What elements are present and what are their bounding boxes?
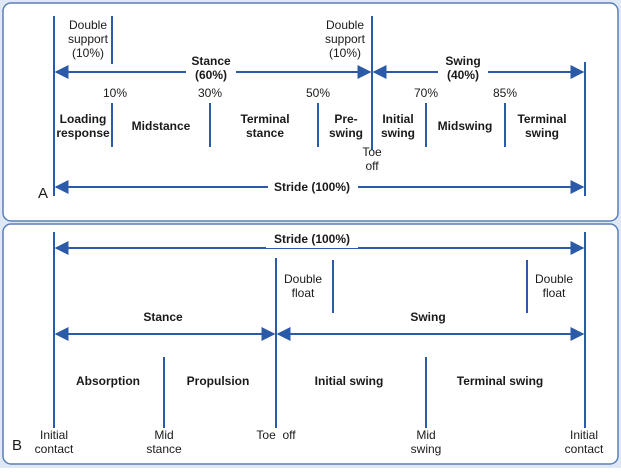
terminal-swing-a-l1: Terminal (517, 112, 566, 126)
initial-swing-b-label: Initial swing (315, 374, 384, 388)
initial-contact-right-l2: contact (565, 442, 604, 456)
swing-label-b: Swing (410, 310, 445, 324)
panel-a-label: A (38, 185, 48, 202)
terminal-stance-l1: Terminal (240, 112, 289, 126)
mid-swing-l1: Mid (416, 428, 435, 442)
double-float-right-l1: Double (535, 272, 573, 286)
toe-off-a-l1: Toe (362, 145, 382, 159)
initial-swing-a-l1: Initial (382, 112, 413, 126)
double-support-right-l2: support (325, 32, 366, 46)
absorption-label: Absorption (76, 374, 140, 388)
mid-stance-l2: stance (146, 442, 182, 456)
mid-swing-l2: swing (411, 442, 442, 456)
pct-30: 30% (198, 86, 222, 100)
stride-label-bg-b (266, 232, 358, 248)
stride-label-bg-a (268, 179, 358, 195)
swing-label-a: Swing (445, 54, 480, 68)
terminal-swing-a-l2: swing (525, 126, 559, 140)
pct-85: 85% (493, 86, 517, 100)
double-support-right-l3: (10%) (329, 46, 361, 60)
stride-label-a: Stride (100%) (274, 180, 350, 194)
double-support-left-l1: Double (69, 18, 107, 32)
terminal-stance-l2: stance (246, 126, 284, 140)
pct-10: 10% (103, 86, 127, 100)
panel-b-label: B (12, 437, 22, 454)
stance-pct-a: (60%) (195, 68, 227, 82)
swing-pct-a: (40%) (447, 68, 479, 82)
loading-response-l1: Loading (60, 112, 107, 126)
propulsion-label: Propulsion (187, 374, 250, 388)
initial-contact-right-l1: Initial (570, 428, 598, 442)
pct-50: 50% (306, 86, 330, 100)
double-support-right-l1: Double (326, 18, 364, 32)
swing-label-bg (438, 53, 488, 81)
double-float-right-l2: float (543, 286, 566, 300)
pre-swing-l2: swing (329, 126, 363, 140)
midstance-label: Midstance (132, 119, 191, 133)
double-float-left-l2: float (292, 286, 315, 300)
loading-response-l2: response (56, 126, 110, 140)
stance-label-a: Stance (191, 54, 231, 68)
initial-contact-left-l1: Initial (40, 428, 68, 442)
initial-contact-left-l2: contact (35, 442, 74, 456)
midswing-label: Midswing (438, 119, 493, 133)
terminal-swing-b-label: Terminal swing (457, 374, 543, 388)
initial-swing-a-l2: swing (381, 126, 415, 140)
stance-label-b: Stance (143, 310, 183, 324)
double-float-left-l1: Double (284, 272, 322, 286)
pre-swing-l1: Pre- (334, 112, 357, 126)
toe-off-b: Toe off (256, 428, 296, 442)
double-support-left-l2: support (68, 32, 109, 46)
panel-b (2, 223, 619, 465)
pct-70: 70% (414, 86, 438, 100)
stance-label-bg (186, 53, 236, 81)
double-support-left-l3: (10%) (72, 46, 104, 60)
mid-stance-l1: Mid (154, 428, 173, 442)
toe-off-a-l2: off (365, 159, 379, 173)
stride-label-b: Stride (100%) (274, 232, 350, 246)
